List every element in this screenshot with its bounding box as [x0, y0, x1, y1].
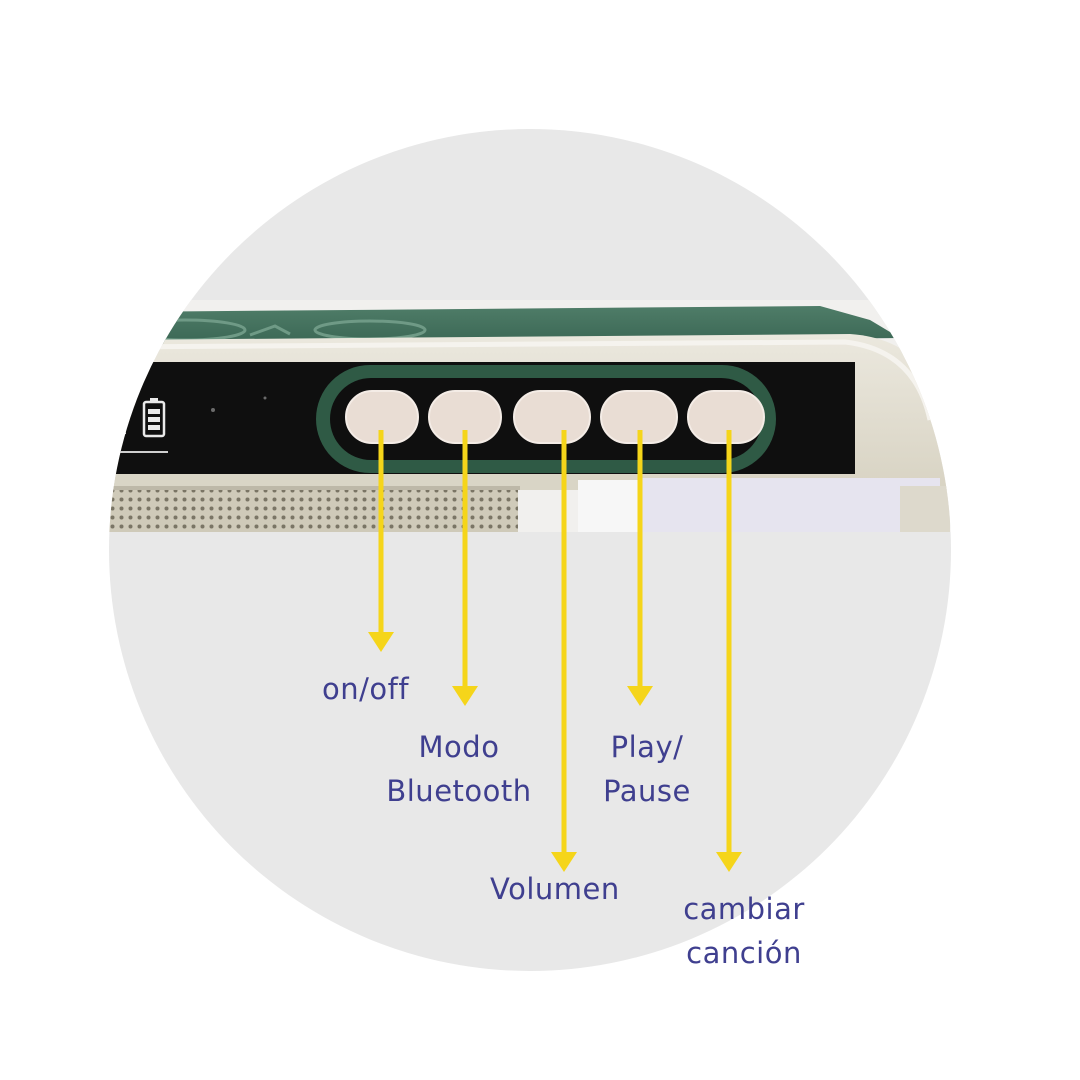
change-song-button[interactable] [687, 390, 765, 444]
label-volumen: Volumen [490, 867, 620, 911]
label-play-line2: Pause [603, 774, 691, 808]
label-modo-line2: Bluetooth [386, 774, 532, 808]
label-cambiar-line2: canción [686, 936, 802, 970]
label-cambiar-cancion: cambiar canción [670, 887, 818, 975]
label-on-off: on/off [322, 667, 409, 711]
arrows [368, 430, 742, 872]
label-modo-line1: Modo [418, 730, 500, 764]
background-circle [109, 129, 951, 971]
speaker-grille [109, 488, 518, 532]
arrow-down-icon [368, 430, 394, 652]
label-modo-bluetooth: Modo Bluetooth [378, 725, 540, 813]
arrow-down-icon [716, 430, 742, 872]
label-on-off-text: on/off [322, 672, 410, 706]
label-play-line1: Play/ [610, 730, 684, 764]
label-volumen-text: Volumen [490, 872, 620, 906]
arrow-down-icon [551, 430, 577, 872]
arrow-down-icon [627, 430, 653, 706]
label-play-pause: Play/ Pause [592, 725, 702, 813]
label-cambiar-line1: cambiar [683, 892, 805, 926]
battery-icon [142, 398, 166, 438]
device-photo [109, 300, 951, 532]
arrow-down-icon [452, 430, 478, 706]
volume-button[interactable] [513, 390, 591, 444]
